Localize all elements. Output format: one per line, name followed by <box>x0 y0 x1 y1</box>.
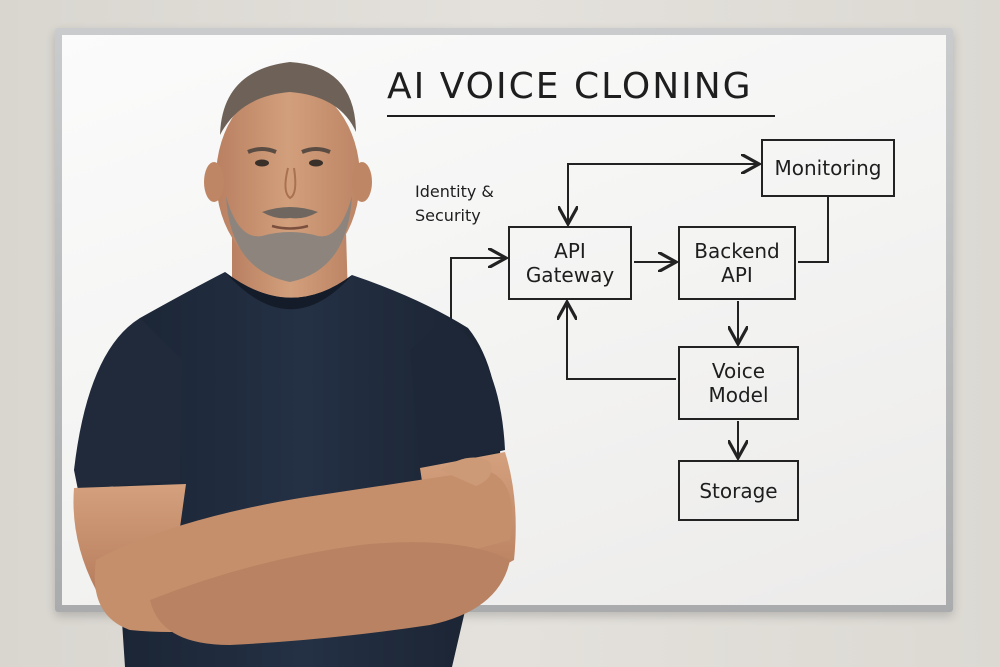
node-monitoring: Monitoring <box>761 139 895 197</box>
arrow-voice-to-gateway <box>567 304 676 380</box>
identity-security-note: Identity & Security <box>415 180 535 228</box>
node-backend-api: Backend API <box>678 226 796 300</box>
node-voice-model: Voice Model <box>678 346 799 420</box>
arrow-identity-to-gateway <box>450 258 504 326</box>
node-storage: Storage <box>678 460 799 521</box>
title-underline <box>387 115 775 117</box>
whiteboard-title: AI VOICE CLONING <box>387 66 753 107</box>
node-api-gateway: API Gateway <box>508 226 632 300</box>
note-text: Identity & Security <box>415 182 494 225</box>
line-monitoring-to-backend <box>798 197 829 263</box>
